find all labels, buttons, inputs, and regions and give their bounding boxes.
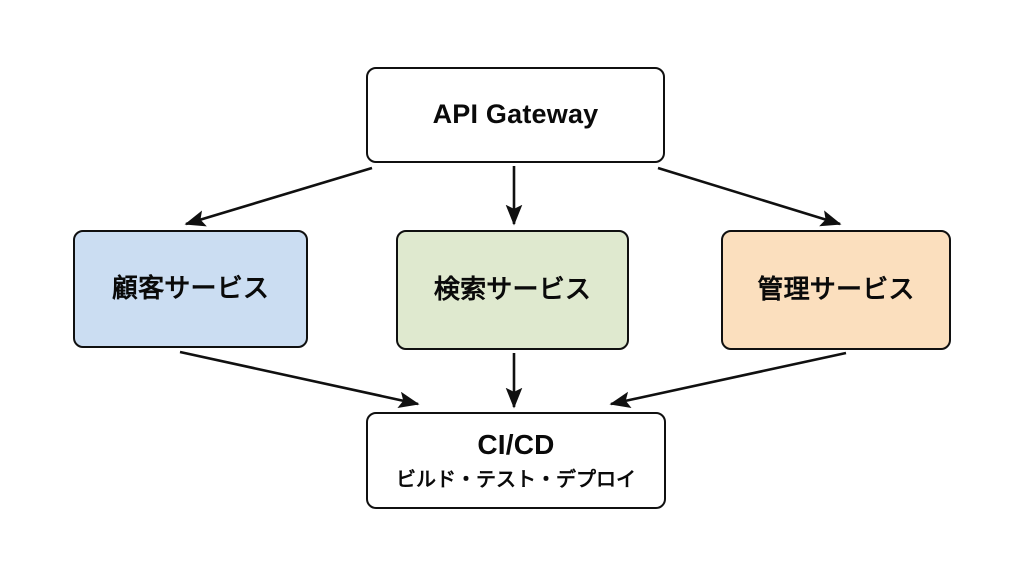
- node-admin-service[interactable]: 管理サービス: [721, 230, 951, 350]
- node-cicd[interactable]: CI/CD ビルド・テスト・デプロイ: [366, 412, 666, 509]
- node-customer-service-title: 顧客サービス: [111, 273, 270, 304]
- node-search-service[interactable]: 検索サービス: [396, 230, 629, 350]
- edge-admin-to-cicd: [609, 351, 847, 409]
- edge-gateway-to-customer: [184, 166, 373, 227]
- node-cicd-title: CI/CD: [477, 429, 555, 461]
- edge-customer-to-cicd: [179, 350, 420, 409]
- node-cicd-subtitle: ビルド・テスト・デプロイ: [396, 468, 636, 491]
- node-search-service-title: 検索サービス: [433, 274, 592, 305]
- edge-gateway-to-admin: [657, 166, 842, 227]
- node-customer-service[interactable]: 顧客サービス: [73, 230, 308, 348]
- node-api-gateway-title: API Gateway: [432, 99, 599, 130]
- node-api-gateway[interactable]: API Gateway: [366, 67, 665, 163]
- node-admin-service-title: 管理サービス: [757, 274, 915, 305]
